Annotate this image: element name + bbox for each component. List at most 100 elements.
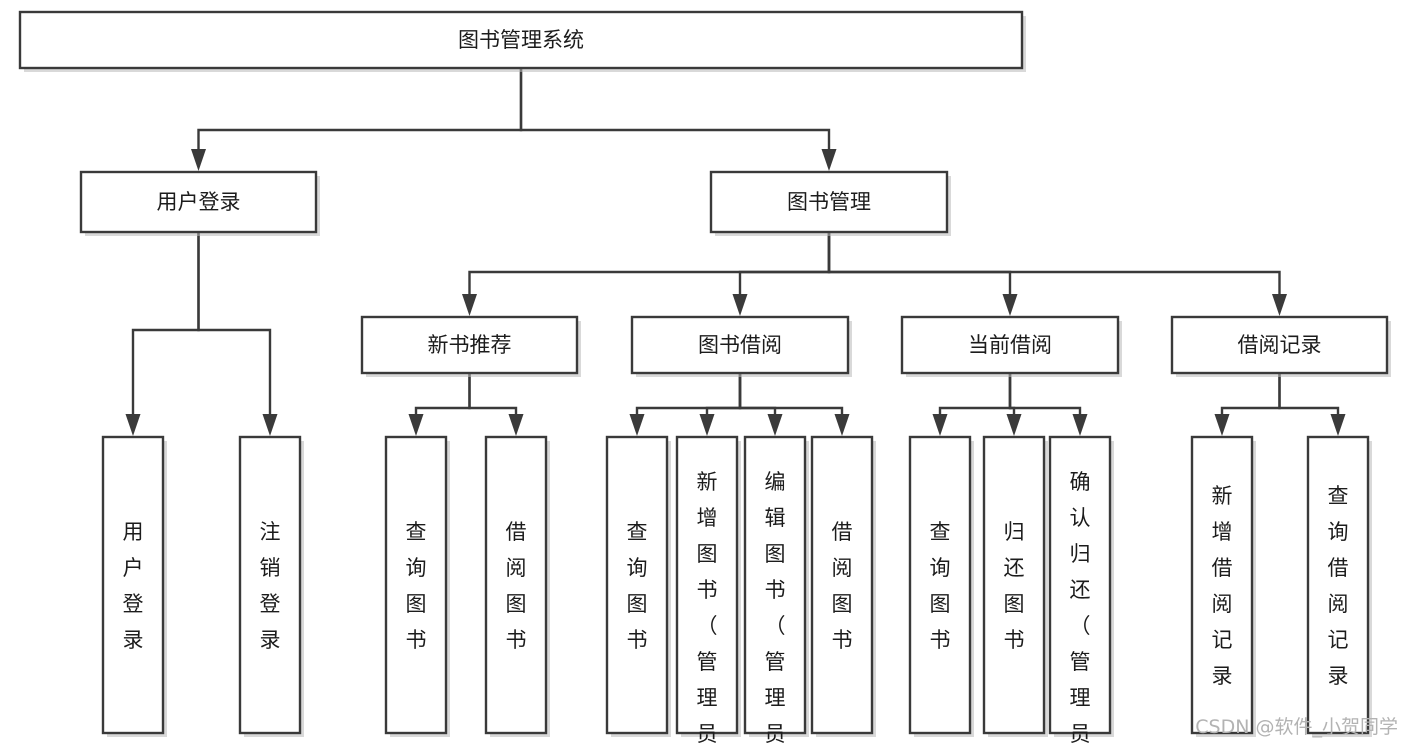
node-rect[interactable]	[605, 435, 669, 735]
connector-line	[468, 373, 518, 414]
node-rect[interactable]	[630, 315, 850, 375]
node-leaf-9[interactable]: 归还图书	[982, 435, 1048, 737]
arrow-head-icon	[699, 414, 715, 436]
connector-8	[408, 373, 471, 436]
connector-13	[738, 373, 850, 436]
node-leaf-4[interactable]: 查询图书	[605, 435, 671, 737]
node-label: 查询借阅记录	[1328, 484, 1349, 688]
connector-line	[468, 232, 831, 294]
node-rect[interactable]	[743, 435, 807, 735]
node-rect[interactable]	[1048, 435, 1112, 735]
node-leaf-11[interactable]: 新增借阅记录	[1190, 435, 1256, 737]
connector-12	[738, 373, 783, 436]
node-label: 借阅图书	[506, 520, 527, 652]
arrow-head-icon	[125, 414, 141, 436]
node-label: 查询图书	[930, 520, 951, 652]
node-rect[interactable]	[484, 435, 548, 735]
arrow-head-icon	[629, 414, 645, 436]
arrow-head-icon	[834, 414, 850, 436]
connector-14	[932, 373, 1012, 436]
node-label: 归还图书	[1004, 520, 1025, 652]
connector-3	[732, 232, 831, 316]
node-rect[interactable]	[360, 315, 579, 375]
node-rect[interactable]	[900, 315, 1120, 375]
node-label: 用户登录	[157, 190, 241, 214]
node-label: 新书推荐	[428, 333, 512, 357]
connector-line	[1220, 373, 1281, 414]
connector-line	[519, 68, 831, 149]
node-rect[interactable]	[384, 435, 448, 735]
node-label: 查询图书	[627, 520, 648, 652]
node-layer: 图书管理系统用户登录图书管理新书推荐图书借阅当前借阅借阅记录用户登录注销登录查询…	[18, 10, 1391, 747]
node-l2-1[interactable]: 图书管理	[709, 170, 951, 236]
node-leaf-7[interactable]: 借阅图书	[810, 435, 876, 737]
node-rect[interactable]	[982, 435, 1046, 735]
connector-4	[827, 232, 1018, 316]
node-leaf-2[interactable]: 查询图书	[384, 435, 450, 737]
arrow-head-icon	[767, 414, 783, 436]
node-rect[interactable]	[101, 435, 165, 735]
node-label: 用户登录	[123, 520, 144, 652]
node-rect[interactable]	[238, 435, 302, 735]
connector-line	[131, 232, 200, 414]
node-rect[interactable]	[1170, 315, 1389, 375]
node-leaf-5[interactable]: 新增图书（管理员）	[675, 435, 741, 747]
node-label: 确认归还（管理员）	[1070, 470, 1091, 747]
node-rect[interactable]	[18, 10, 1024, 70]
connector-16	[1008, 373, 1088, 436]
node-l2-0[interactable]: 用户登录	[79, 170, 320, 236]
node-label: 图书管理系统	[458, 28, 584, 52]
connector-10	[629, 373, 742, 436]
node-leaf-10[interactable]: 确认归还（管理员）	[1048, 435, 1114, 747]
arrow-head-icon	[732, 294, 748, 316]
node-rect[interactable]	[1306, 435, 1370, 735]
connector-layer	[125, 68, 1346, 436]
node-leaf-0[interactable]: 用户登录	[101, 435, 167, 737]
connector-7	[197, 232, 278, 436]
node-root-0[interactable]: 图书管理系统	[18, 10, 1026, 72]
node-l3-0[interactable]: 新书推荐	[360, 315, 581, 377]
node-label: 图书管理	[787, 190, 871, 214]
node-l3-2[interactable]: 当前借阅	[900, 315, 1122, 377]
node-l3-3[interactable]: 借阅记录	[1170, 315, 1391, 377]
node-rect[interactable]	[908, 435, 972, 735]
node-label: 新增借阅记录	[1212, 484, 1233, 688]
node-leaf-12[interactable]: 查询借阅记录	[1306, 435, 1372, 737]
connector-line	[705, 373, 742, 414]
arrow-head-icon	[1006, 414, 1022, 436]
node-leaf-6[interactable]: 编辑图书（管理员）	[743, 435, 809, 747]
arrow-head-icon	[262, 414, 278, 436]
connector-line	[414, 373, 471, 414]
arrow-head-icon	[1214, 414, 1230, 436]
connector-line	[738, 232, 831, 294]
connector-15	[1006, 373, 1022, 436]
node-rect[interactable]	[709, 170, 949, 234]
node-leaf-1[interactable]: 注销登录	[238, 435, 304, 737]
arrow-head-icon	[462, 294, 477, 316]
node-label: 编辑图书（管理员）	[765, 470, 786, 747]
connector-6	[125, 232, 200, 436]
connector-2	[462, 232, 831, 316]
node-rect[interactable]	[79, 170, 318, 234]
connector-line	[738, 373, 844, 414]
node-label: 借阅记录	[1238, 333, 1322, 357]
arrow-head-icon	[1330, 414, 1346, 436]
node-label: 查询图书	[406, 520, 427, 652]
connector-line	[938, 373, 1012, 414]
connector-18	[1278, 373, 1346, 436]
arrow-head-icon	[1272, 294, 1287, 316]
arrow-head-icon	[1072, 414, 1088, 436]
node-label: 当前借阅	[968, 333, 1052, 357]
arrow-head-icon	[191, 149, 206, 171]
node-l3-1[interactable]: 图书借阅	[630, 315, 852, 377]
connector-line	[827, 232, 1281, 294]
node-leaf-8[interactable]: 查询图书	[908, 435, 974, 737]
node-rect[interactable]	[675, 435, 739, 735]
node-rect[interactable]	[1190, 435, 1254, 735]
node-rect[interactable]	[810, 435, 874, 735]
node-leaf-3[interactable]: 借阅图书	[484, 435, 550, 737]
connector-9	[468, 373, 524, 436]
connector-5	[827, 232, 1287, 316]
